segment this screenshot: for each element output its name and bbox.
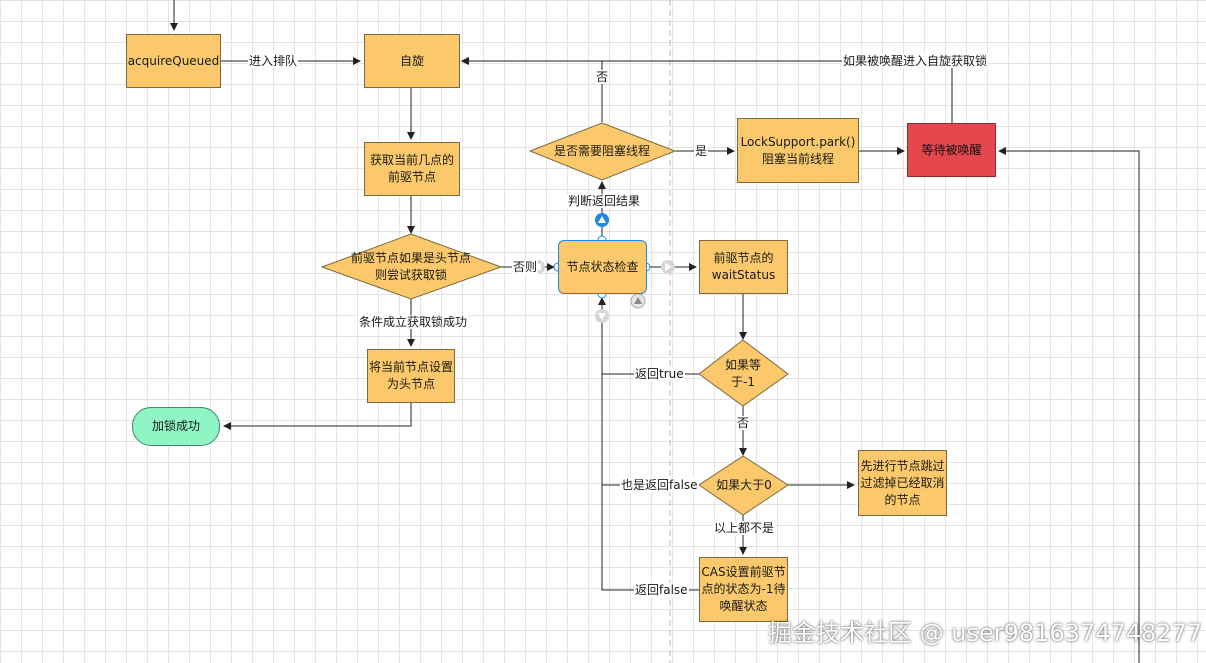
edge-label-no-mid: 否	[736, 416, 751, 430]
node-skip-cancelled[interactable]: 先进行节点跳过 过滤掉已经取消 的节点	[858, 450, 947, 516]
node-label: 自旋	[399, 53, 424, 68]
edge-needpark-no-spin	[461, 57, 603, 122]
node-label: 等待被唤醒	[921, 142, 982, 157]
node-acquire-queued[interactable]: acquireQueued	[126, 34, 221, 88]
node-label: 前驱节点的 waitStatus	[711, 251, 776, 282]
edge-label-return-true: 返回true	[634, 367, 685, 381]
node-label: 将当前节点设置 为头节点	[368, 360, 453, 391]
edge-label-wakeup-spin: 如果被唤醒进入自旋获取锁	[842, 54, 989, 68]
diamond-need-park-label: 是否需要阻塞线程	[553, 143, 650, 158]
watermark: 掘金技术社区 @ user9816374748277	[768, 619, 1203, 647]
node-lock-support-park[interactable]: LockSupport.park() 阻塞当前线程	[737, 118, 859, 183]
node-label: acquireQueued	[127, 53, 220, 68]
edge-label-none-of-above: 以上都不是	[713, 521, 776, 535]
edge-eq-return-true	[598, 297, 699, 375]
node-lock-success[interactable]: 加锁成功	[132, 407, 220, 446]
node-get-predecessor[interactable]: 获取当前几点的 前驱节点	[364, 142, 460, 196]
diamond-pred-is-head-label: 前驱节点如果是头节点 则尝试获取锁	[350, 251, 471, 282]
diamond-if-greater-zero[interactable]	[698, 455, 789, 516]
node-pred-wait-status[interactable]: 前驱节点的 waitStatus	[699, 240, 788, 294]
node-label: 加锁成功	[151, 419, 200, 433]
edge-label-enqueue: 进入排队	[248, 54, 299, 68]
node-label: 节点状态检查	[566, 259, 639, 274]
diamond-if-equals-minus1-label: 如果等 于-1	[724, 358, 761, 389]
edge-label-judge-result: 判断返回结果	[567, 194, 642, 208]
diamond-pred-is-head[interactable]	[320, 233, 503, 300]
node-label: 先进行节点跳过 过滤掉已经取消 的节点	[860, 458, 945, 507]
edge-label-no-top: 否	[595, 70, 610, 84]
edge-sethead-success	[223, 403, 412, 430]
node-label: 获取当前几点的 前驱节点	[369, 153, 454, 184]
edge-label-cond-success: 条件成立获取锁成功	[358, 315, 469, 329]
edge-label-also-return-false: 也是返回false	[620, 478, 699, 492]
node-label: CAS设置前驱节 点的状态为-1待 唤醒状态	[701, 565, 786, 613]
diamond-if-equals-minus1[interactable]	[698, 339, 789, 407]
edge-label-else: 否则	[512, 260, 539, 274]
node-set-head[interactable]: 将当前节点设置 为头节点	[367, 349, 455, 403]
edge-label-return-false: 返回false	[634, 583, 689, 597]
edge-label-yes: 是	[694, 144, 709, 158]
node-state-check[interactable]: 节点状态检查	[558, 240, 647, 294]
diamond-need-park[interactable]	[528, 122, 677, 181]
node-cas-set-state[interactable]: CAS设置前驱节 点的状态为-1待 唤醒状态	[699, 557, 788, 622]
node-wait-wakeup[interactable]: 等待被唤醒	[907, 123, 996, 177]
edge-wait-spin	[461, 57, 953, 123]
node-spin[interactable]: 自旋	[364, 34, 460, 88]
diamond-if-greater-zero-label: 如果大于0	[716, 477, 772, 492]
edge-external-wait	[998, 147, 1140, 663]
node-label: LockSupport.park() 阻塞当前线程	[740, 134, 856, 166]
